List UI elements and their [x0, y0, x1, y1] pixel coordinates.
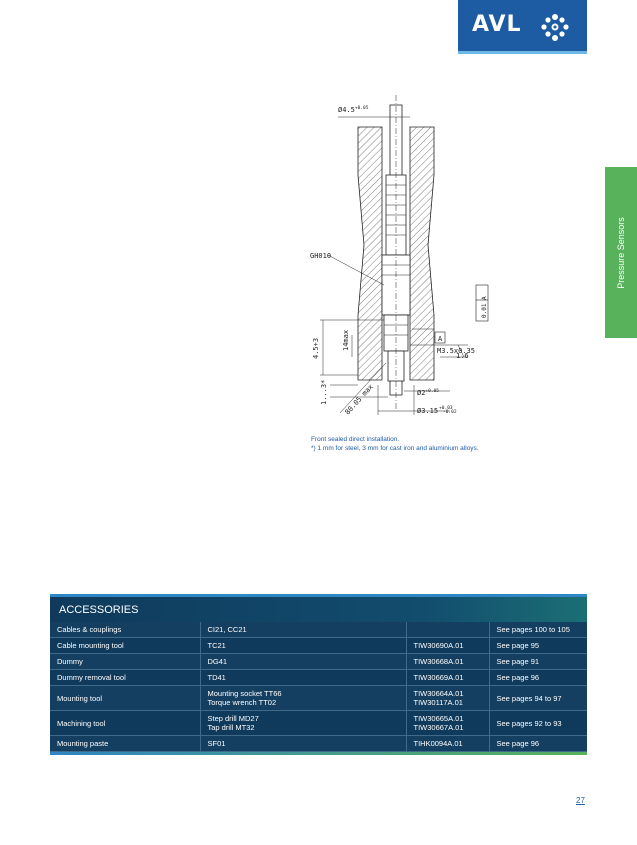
label-a: A — [438, 335, 443, 343]
svg-text:Ø3.15+0.03: Ø3.15+0.03 — [417, 405, 453, 415]
table-row: Cables & couplings CI21, CC21 See pages … — [50, 622, 587, 638]
accessory-code-line-1: TIW30664A.01 — [413, 689, 464, 698]
caption-line-1: Front sealed direct installation. — [311, 436, 400, 443]
accessory-type: DG41 — [200, 653, 407, 670]
table-row: Cable mounting tool TC21 TIW30690A.01 Se… — [50, 637, 587, 654]
accessory-type-line-1: Step drill MD27 — [207, 714, 259, 723]
accessory-code — [406, 622, 490, 638]
drawing-caption: Front sealed direct installation. *) 1 m… — [311, 435, 479, 453]
dim-1-3: 1...3* — [320, 380, 328, 405]
accessory-code: TIW30690A.01 — [406, 637, 490, 654]
table-row: Machining tool Step drill MD27 Tap drill… — [50, 710, 587, 736]
accessories-bottom-bar — [50, 752, 587, 755]
accessory-page-link[interactable]: See page 96 — [489, 669, 587, 686]
accessory-code: TIW30664A.01 TIW30117A.01 — [406, 685, 490, 711]
accessories-panel: ACCESSORIES Cables & couplings CI21, CC2… — [50, 594, 587, 755]
accessories-table: Cables & couplings CI21, CC21 See pages … — [50, 622, 587, 752]
dim-d2-tol: +0.05 — [425, 388, 439, 394]
table-row: Dummy DG41 TIW30668A.01 See page 91 — [50, 653, 587, 670]
caption-line-2: *) 1 mm for steel, 3 mm for cast iron an… — [311, 445, 479, 452]
label-part: GH010 — [310, 252, 331, 260]
accessory-type: Mounting socket TT66 Torque wrench TT02 — [200, 685, 407, 711]
section-tab-label: Pressure Sensors — [616, 216, 626, 289]
accessory-type: TC21 — [200, 637, 407, 654]
section-tab-pressure-sensors[interactable]: Pressure Sensors — [605, 167, 637, 338]
accessory-page-link[interactable]: See pages 92 to 93 — [489, 710, 587, 736]
dim-d315-tol-up: +0.03 — [439, 405, 453, 411]
accessory-page-link[interactable]: See page 95 — [489, 637, 587, 654]
logo-text: AVL — [472, 12, 522, 37]
accessory-name: Cable mounting tool — [50, 637, 201, 654]
tol-frame: 0.01 A — [481, 296, 488, 318]
accessory-page-link[interactable]: See page 96 — [489, 735, 587, 752]
table-row: Mounting tool Mounting socket TT66 Torqu… — [50, 685, 587, 711]
accessory-type: SF01 — [200, 735, 407, 752]
accessory-code: TIW30665A.01 TIW30667A.01 — [406, 710, 490, 736]
accessory-code-line-2: TIW30117A.01 — [413, 698, 463, 707]
dim-left: 4.5+3 — [312, 338, 320, 359]
dim-angle: 80.05 max — [344, 383, 375, 417]
accessory-type: CI21, CC21 — [200, 622, 407, 638]
dim-d315-tol-low: -0.02 — [443, 409, 457, 415]
dim-d315: Ø3.15 — [417, 407, 438, 415]
thread-label: M3.5x0.35 — [437, 347, 475, 355]
surface-label: 1.6 — [456, 352, 469, 360]
dim-14max: 14max — [342, 330, 350, 351]
svg-text:Ø4.5+0.05: Ø4.5+0.05 — [338, 105, 369, 114]
dim-top: Ø4.5 — [338, 106, 355, 114]
dim-top-tol: +0.05 — [355, 105, 369, 111]
accessory-type-line-2: Tap drill MT32 — [207, 723, 255, 732]
accessory-code: TIHK0094A.01 — [406, 735, 490, 752]
accessory-type: Step drill MD27 Tap drill MT32 — [200, 710, 407, 736]
accessory-name: Machining tool — [50, 710, 201, 736]
accessory-name: Dummy — [50, 653, 201, 670]
table-row: Mounting paste SF01 TIHK0094A.01 See pag… — [50, 735, 587, 752]
accessory-type-line-1: Mounting socket TT66 — [207, 689, 282, 698]
accessory-type: TD41 — [200, 669, 407, 686]
accessories-title: ACCESSORIES — [50, 597, 587, 622]
dim-d2: Ø2 — [417, 389, 425, 397]
accessory-code: TIW30668A.01 — [406, 653, 490, 670]
accessory-name: Mounting paste — [50, 735, 201, 752]
accessory-type-line-2: Torque wrench TT02 — [207, 698, 277, 707]
accessory-page-link[interactable]: See pages 100 to 105 — [489, 622, 587, 638]
avl-logo: AVL — [458, 0, 587, 54]
accessory-page-link[interactable]: See pages 94 to 97 — [489, 685, 587, 711]
installation-drawing: Ø4.5+0.05 GH010 14max 4.5+3 1...3* A M3.… — [310, 95, 489, 417]
accessory-code-line-2: TIW30667A.01 — [413, 723, 464, 732]
accessory-name: Cables & couplings — [50, 622, 201, 638]
avl-logo-mark-icon — [541, 14, 569, 41]
accessory-name: Mounting tool — [50, 685, 201, 711]
accessory-name: Dummy removal tool — [50, 669, 201, 686]
accessory-code-line-1: TIW30665A.01 — [413, 714, 464, 723]
accessory-code: TIW30669A.01 — [406, 669, 490, 686]
accessory-page-link[interactable]: See page 91 — [489, 653, 587, 670]
svg-text:Ø2+0.05: Ø2+0.05 — [417, 388, 439, 397]
page-number: 27 — [576, 796, 585, 805]
table-row: Dummy removal tool TD41 TIW30669A.01 See… — [50, 669, 587, 686]
